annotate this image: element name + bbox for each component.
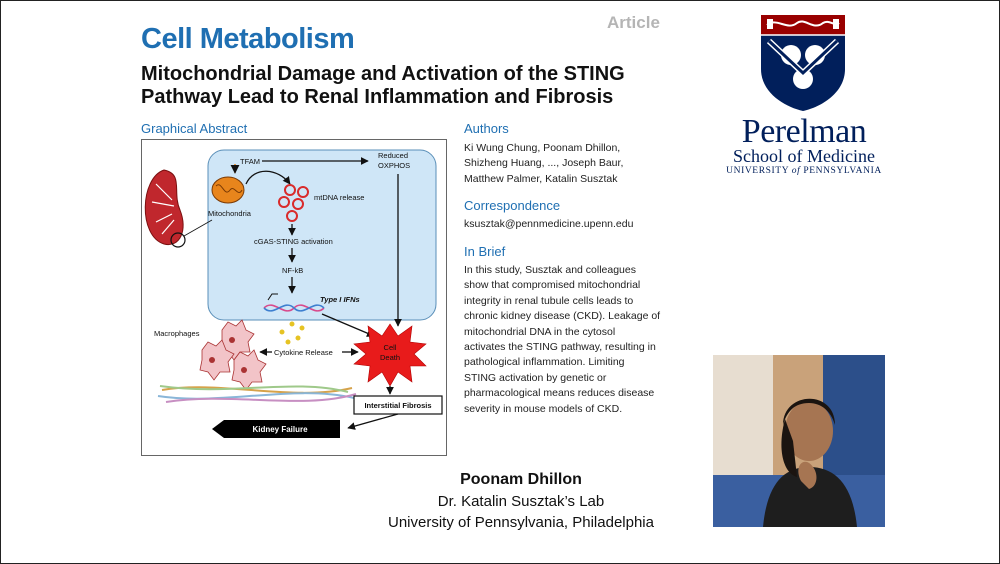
kidney-failure-box xyxy=(212,420,340,438)
tubule-cell xyxy=(207,149,437,321)
penn-shield-icon xyxy=(761,15,845,111)
kidney-icon xyxy=(144,169,213,248)
macrophage-cells-icon xyxy=(199,319,267,391)
dna-helix-icon xyxy=(263,293,325,312)
paper-title-line-2: Pathway Lead to Renal Inflammation and F… xyxy=(141,86,614,108)
penn-logo xyxy=(721,13,881,173)
interstitial-fibrosis-label: Interstitial Fibrosis xyxy=(364,401,431,410)
paper-title: Mitochondrial Damage and Activation of t… xyxy=(141,63,701,109)
authors-line-3: Matthew Palmer, Katalin Susztak xyxy=(464,172,618,185)
type-1-ifns-label: Type I IFNs xyxy=(320,295,360,304)
in-brief-line: integrity in renal tubule cells leads to xyxy=(464,294,634,307)
correspondence-heading: Correspondence xyxy=(464,198,561,213)
perelman-wordmark: Perelman xyxy=(741,113,867,150)
reduced-oxphos-line-2: OXPHOS xyxy=(378,161,410,170)
authors-line-2: Shizheng Huang, ..., Joseph Baur, xyxy=(464,157,624,170)
presenter-lab: Dr. Katalin Susztak’s Lab xyxy=(437,493,605,510)
tfam-label: TFAM xyxy=(240,157,260,166)
university-of: of xyxy=(791,166,801,176)
presenter-affiliation: University of Pennsylvania, Philadelphia xyxy=(388,514,654,531)
journal-name: Cell Metabolism xyxy=(141,23,355,55)
cgas-sting-label: cGAS-STING activation xyxy=(254,237,333,246)
presenter-info: Poonam Dhillon Dr. Katalin Susztak’s Lab… xyxy=(301,469,741,533)
correspondence-email[interactable]: ksusztak@pennmedicine.upenn.edu xyxy=(464,218,634,230)
cell-death-line-2: Death xyxy=(380,353,400,362)
in-brief-line: activates the STING pathway, resulting i… xyxy=(464,341,656,354)
university-suffix: PENNSYLVANIA xyxy=(800,166,882,176)
in-brief-line: show that compromised mitochondrial xyxy=(464,279,641,292)
graphical-abstract-heading: Graphical Abstract xyxy=(141,121,248,136)
in-brief-text: In this study, Susztak and colleagues sh… xyxy=(464,263,709,417)
cell-death-line-1: Cell xyxy=(384,343,397,352)
mitochondria-label: Mitochondria xyxy=(208,209,252,218)
authors-line-1: Ki Wung Chung, Poonam Dhillon, xyxy=(464,142,621,154)
school-of-medicine-wordmark: School of Medicine xyxy=(733,146,875,166)
paper-title-line-1: Mitochondrial Damage and Activation of t… xyxy=(141,63,625,85)
in-brief-heading: In Brief xyxy=(464,244,506,259)
cytokine-dots xyxy=(279,321,305,345)
cytokine-release-label: Cytokine Release xyxy=(274,348,333,357)
in-brief-line: mitochondrial DNA in the cytosol xyxy=(464,325,616,338)
in-brief-line: pharmacological means reduces disease xyxy=(464,387,655,400)
authors-list: Ki Wung Chung, Poonam Dhillon, Shizheng … xyxy=(464,141,709,187)
reduced-oxphos-line-1: Reduced xyxy=(378,151,408,160)
presenter-photo xyxy=(713,355,885,527)
in-brief-line: pathological inflammation. Limiting xyxy=(464,356,625,369)
mtdna-release-label: mtDNA release xyxy=(314,193,364,202)
authors-heading: Authors xyxy=(464,121,509,136)
in-brief-line: In this study, Susztak and colleagues xyxy=(464,264,636,276)
article-type-label: Article xyxy=(607,13,660,32)
presenter-name: Poonam Dhillon xyxy=(460,471,582,488)
graphical-abstract-diagram: Mitochondria TFAM Reduced OXPHOS mtDNA r… xyxy=(144,149,443,438)
in-brief-line: STING activation by genetic or xyxy=(464,371,607,384)
macrophages-label: Macrophages xyxy=(154,329,200,338)
in-brief-line: chronic kidney disease (CKD). Leakage of xyxy=(464,310,661,323)
nfkb-label: NF-kB xyxy=(282,266,303,275)
graphical-abstract: Mitochondria TFAM Reduced OXPHOS mtDNA r… xyxy=(141,139,447,456)
in-brief-line: severity in mouse models of CKD. xyxy=(464,402,623,415)
university-prefix: UNIVERSITY xyxy=(726,166,792,176)
fibrosis-fibers xyxy=(157,385,357,403)
university-wordmark: UNIVERSITY of PENNSYLVANIA xyxy=(719,166,889,176)
kidney-failure-label: Kidney Failure xyxy=(252,425,308,434)
mitochondria-icon xyxy=(211,176,245,204)
mtdna-rings xyxy=(278,184,309,222)
presenter-portrait xyxy=(713,355,885,527)
